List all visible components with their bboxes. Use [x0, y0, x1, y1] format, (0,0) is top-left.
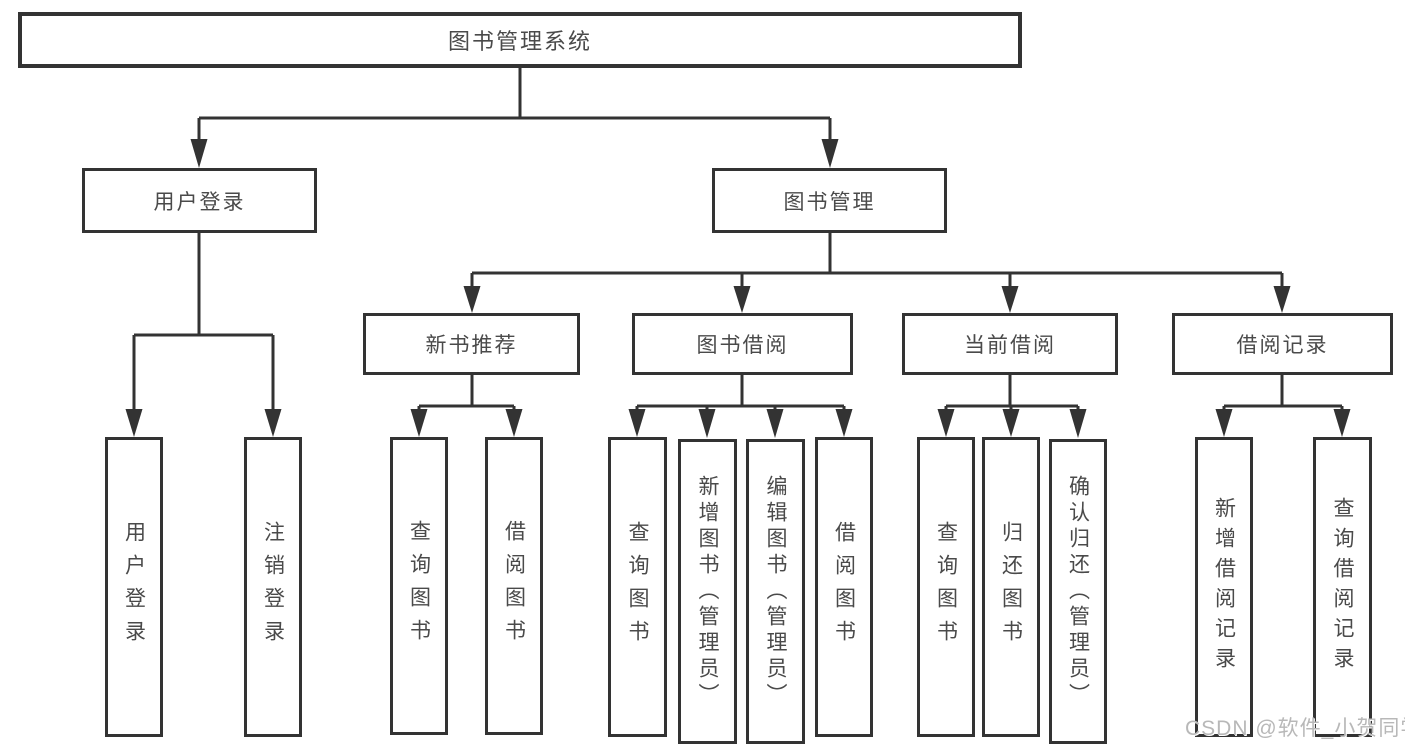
node-label: 注销登录 [261, 521, 285, 653]
node-new-book-recommend: 新书推荐 [363, 313, 580, 375]
node-label: 查询图书 [934, 521, 958, 653]
node-label: 编辑图书（管理员） [764, 474, 787, 709]
node-root-system: 图书管理系统 [18, 12, 1022, 68]
node-label: 借阅记录 [1236, 334, 1329, 357]
node-label: 新增图书（管理员） [696, 474, 719, 709]
node-label: 查询图书 [407, 520, 431, 652]
leaf-logout: 注销登录 [244, 437, 302, 737]
csdn-watermark: CSDN @软件_小贺同学 [1185, 717, 1405, 740]
node-label: 借阅图书 [832, 521, 856, 653]
node-label: 图书管理 [783, 190, 876, 214]
leaf-rec-query-book: 查询图书 [390, 437, 448, 735]
node-user-login: 用户登录 [82, 168, 317, 233]
node-label: 查询图书 [626, 521, 649, 653]
connector-book-borrow [635, 375, 846, 411]
leaf-current-return-book: 归还图书 [982, 437, 1040, 737]
connector-borrow-records [1222, 375, 1344, 411]
node-label: 图书借阅 [696, 334, 789, 357]
connector-book-management [470, 233, 1284, 288]
leaf-borrow-query-book: 查询图书 [608, 437, 667, 737]
node-label: 新书推荐 [425, 334, 518, 357]
node-label: 当前借阅 [964, 334, 1056, 357]
node-label: 确认归还（管理员） [1066, 474, 1090, 709]
node-label: 借阅图书 [502, 520, 526, 652]
leaf-current-confirm-return-admin: 确认归还（管理员） [1049, 439, 1107, 744]
leaf-current-query-book: 查询图书 [917, 437, 975, 737]
node-current-borrow: 当前借阅 [902, 313, 1118, 375]
leaf-borrow-borrow-book: 借阅图书 [815, 437, 873, 737]
leaf-records-add-record: 新增借阅记录 [1195, 437, 1253, 737]
node-label: 用户登录 [122, 521, 146, 653]
leaf-borrow-add-book-admin: 新增图书（管理员） [678, 439, 737, 744]
node-label: 新增借阅记录 [1212, 497, 1236, 677]
connector-root [197, 68, 832, 141]
node-borrow-records: 借阅记录 [1172, 313, 1393, 375]
node-label: 图书管理系统 [447, 29, 592, 54]
leaf-records-query-record: 查询借阅记录 [1313, 437, 1372, 737]
connector-user-login [132, 233, 275, 411]
leaf-user-login: 用户登录 [105, 437, 163, 737]
leaf-borrow-edit-book-admin: 编辑图书（管理员） [746, 439, 805, 744]
connector-new-book-rec [417, 375, 516, 411]
node-label: 归还图书 [999, 521, 1023, 653]
connector-current-borrow [944, 375, 1080, 411]
node-label: 用户登录 [153, 190, 246, 214]
leaf-rec-borrow-book: 借阅图书 [485, 437, 543, 735]
node-book-management: 图书管理 [712, 168, 947, 233]
node-label: 查询借阅记录 [1331, 497, 1354, 677]
node-book-borrow: 图书借阅 [632, 313, 853, 375]
